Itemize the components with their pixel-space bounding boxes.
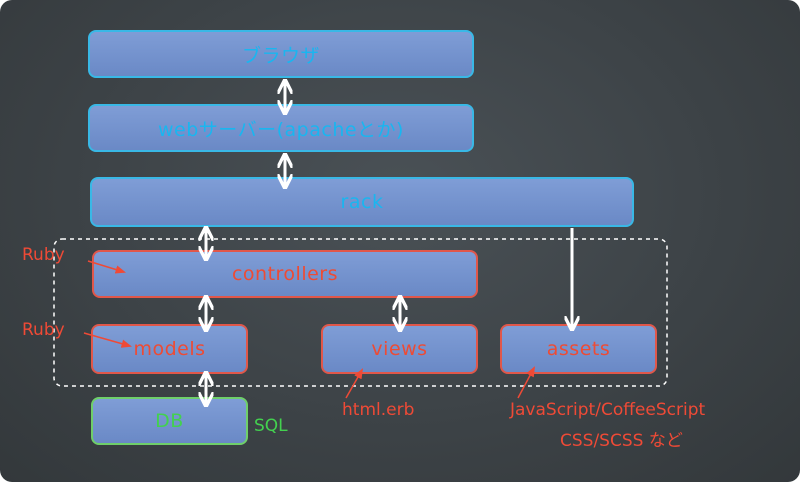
webserver-box: webサーバー(apacheとか) [88, 104, 474, 152]
db-box: DB [91, 397, 248, 445]
pointer-html-erb [345, 368, 364, 399]
models-label: models [133, 338, 206, 360]
webserver-label: webサーバー(apacheとか) [158, 118, 404, 141]
controllers-box: controllers [92, 250, 478, 298]
ruby-models-annotation: Ruby [22, 320, 65, 340]
sql-annotation: SQL [254, 416, 288, 436]
browser-box: ブラウザ [88, 30, 474, 78]
browser-label: ブラウザ [241, 44, 320, 67]
controllers-label: controllers [231, 263, 339, 285]
rack-box: rack [90, 177, 634, 227]
assets-box: assets [500, 324, 657, 374]
models-box: models [91, 324, 248, 374]
views-label: views [371, 338, 428, 360]
ruby-controllers-annotation: Ruby [22, 245, 65, 265]
views-box: views [321, 324, 478, 374]
rack-label: rack [340, 191, 384, 213]
assets-annotation-line1: JavaScript/CoffeeScript [510, 400, 706, 420]
db-label: DB [155, 410, 184, 432]
assets-label: assets [546, 338, 611, 360]
html-erb-annotation: html.erb [342, 400, 415, 420]
assets-annotation-line2: CSS/SCSS など [560, 431, 683, 451]
